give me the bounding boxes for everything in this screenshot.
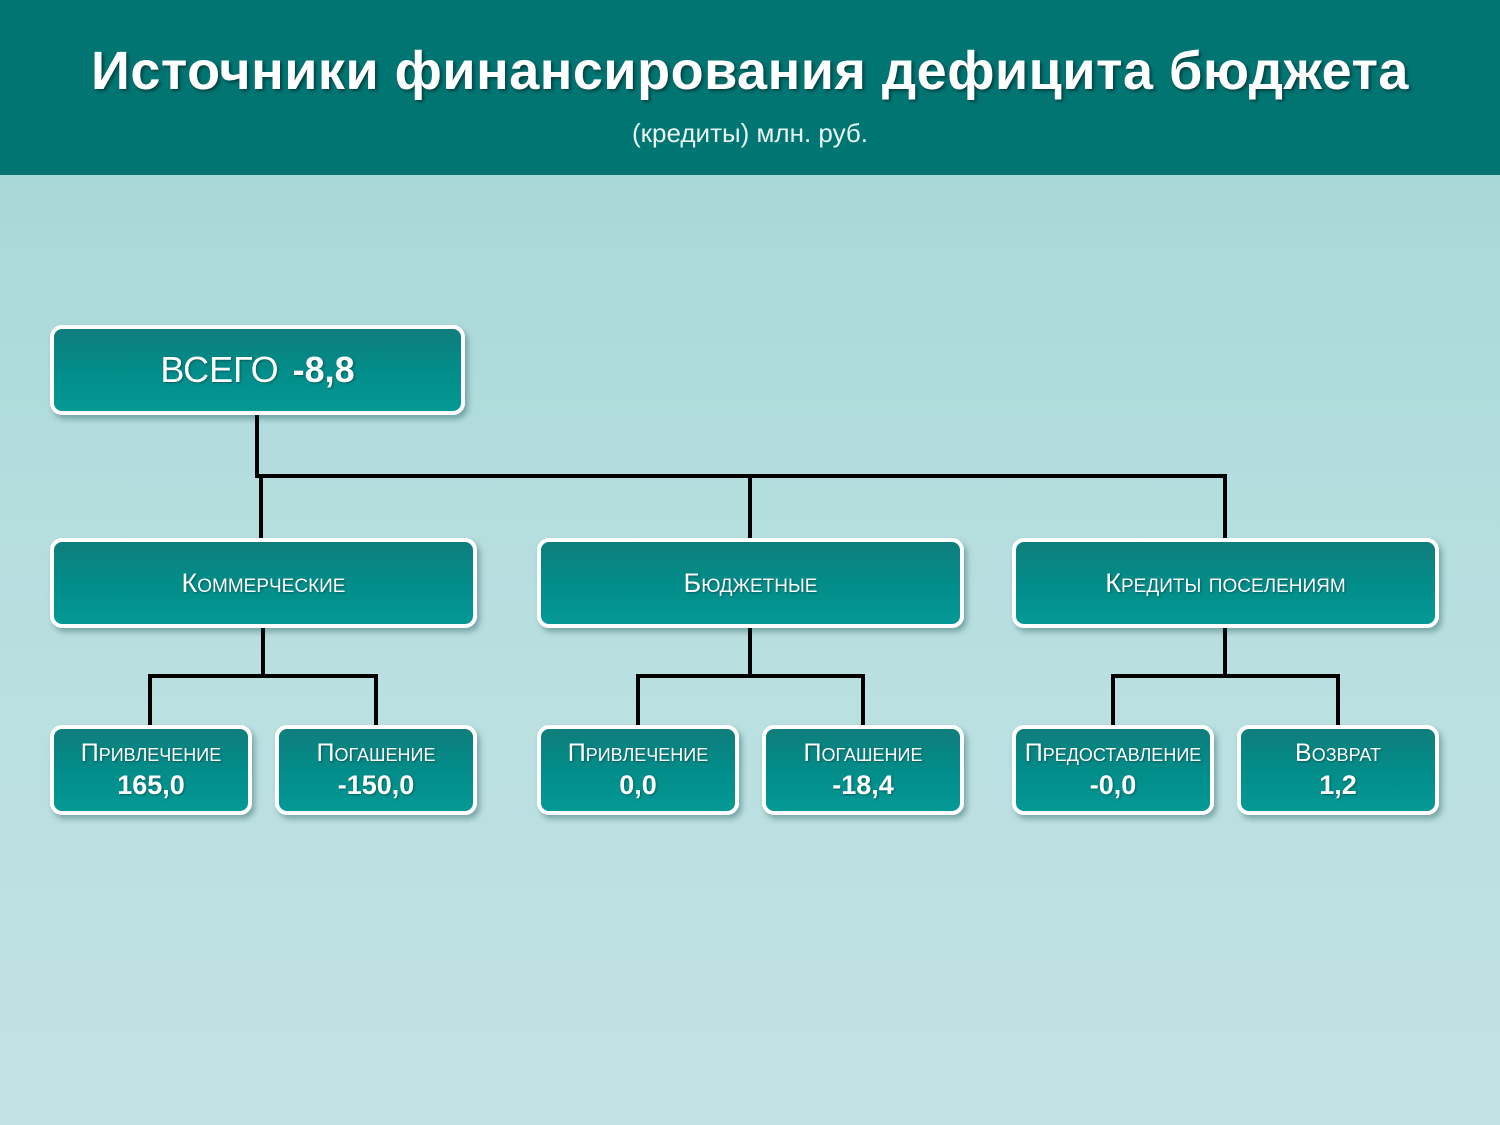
commercial-repayment-label: Погашение <box>316 739 436 767</box>
commercial-attraction-box: Привлечение 165,0 <box>50 725 252 815</box>
settlements-return-box: Возврат 1,2 <box>1237 725 1439 815</box>
group-commercial-box: Коммерческие <box>50 538 477 628</box>
total-box: ВСЕГО -8,8 <box>50 325 465 415</box>
budget-attraction-box: Привлечение 0,0 <box>537 725 739 815</box>
budget-repayment-label: Погашение <box>803 739 923 767</box>
settlements-return-value: 1,2 <box>1319 770 1357 800</box>
connector-commercial-branches <box>148 674 378 727</box>
total-content: ВСЕГО -8,8 <box>160 349 354 391</box>
slide-title: Источники финансирования дефицита бюджет… <box>91 41 1409 101</box>
commercial-repayment-value: -150,0 <box>337 770 415 800</box>
budget-repayment-box: Погашение -18,4 <box>762 725 964 815</box>
settlements-return-label: Возврат <box>1295 739 1381 767</box>
settlements-provision-box: Предоставление -0,0 <box>1012 725 1214 815</box>
slide-header: Источники финансирования дефицита бюджет… <box>0 0 1500 175</box>
group-settlements-label: Кредиты поселениям <box>1105 567 1346 598</box>
settlements-provision-value: -0,0 <box>1089 770 1137 800</box>
commercial-repayment-box: Погашение -150,0 <box>275 725 477 815</box>
total-label: ВСЕГО <box>160 349 279 390</box>
group-budget-box: Бюджетные <box>537 538 964 628</box>
commercial-attraction-value: 165,0 <box>117 770 185 800</box>
budget-repayment-value: -18,4 <box>832 770 894 800</box>
budget-attraction-value: 0,0 <box>619 770 657 800</box>
settlements-provision-label: Предоставление <box>1024 739 1202 767</box>
group-budget-label: Бюджетные <box>683 567 818 598</box>
connector-root <box>255 413 1227 478</box>
total-value: -8,8 <box>292 349 355 390</box>
commercial-attraction-label: Привлечение <box>80 739 222 767</box>
group-commercial-label: Коммерческие <box>181 567 346 598</box>
group-settlements-box: Кредиты поселениям <box>1012 538 1439 628</box>
connector-settlements-branches <box>1111 674 1340 727</box>
budget-attraction-label: Привлечение <box>567 739 709 767</box>
slide-subtitle: (кредиты) млн. руб. <box>632 118 868 148</box>
connector-budget-branches <box>636 674 865 727</box>
